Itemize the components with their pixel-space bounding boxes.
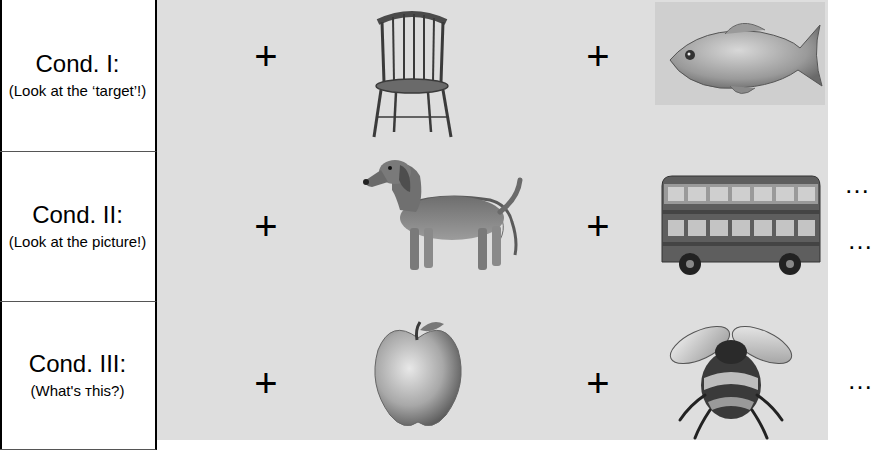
condition-title: Cond. III: [29, 350, 126, 378]
condition-instruction: (What's тhis?) [31, 382, 125, 401]
continuation-dots: … [847, 367, 873, 393]
chair-picture [374, 14, 451, 137]
condition-instruction: (Look at the picture!) [9, 233, 147, 252]
plus-sign: + [254, 206, 277, 246]
plus-sign: + [586, 36, 609, 76]
plus-sign: + [586, 206, 609, 246]
plus-sign: + [254, 36, 277, 76]
apple-picture [375, 322, 461, 426]
condition-cell: Cond. III: (What's тhis?) [0, 302, 157, 450]
picture-panel [155, 0, 828, 440]
dog-picture [363, 160, 520, 270]
continuation-dots: … [847, 227, 873, 253]
bus-picture [662, 176, 820, 275]
condition-title: Cond. I: [35, 50, 119, 78]
fish-picture [655, 2, 825, 105]
bee-picture [665, 319, 797, 438]
condition-cell: Cond. I: (Look at the ‘target’!) [0, 0, 157, 152]
condition-instruction: (Look at the ‘target’!) [9, 82, 147, 101]
condition-title: Cond. II: [32, 201, 123, 229]
table-border [0, 0, 2, 450]
plus-sign: + [586, 363, 609, 403]
plus-sign: + [254, 363, 277, 403]
continuation-dots: … [844, 171, 870, 197]
condition-cell: Cond. II: (Look at the picture!) [0, 152, 157, 302]
